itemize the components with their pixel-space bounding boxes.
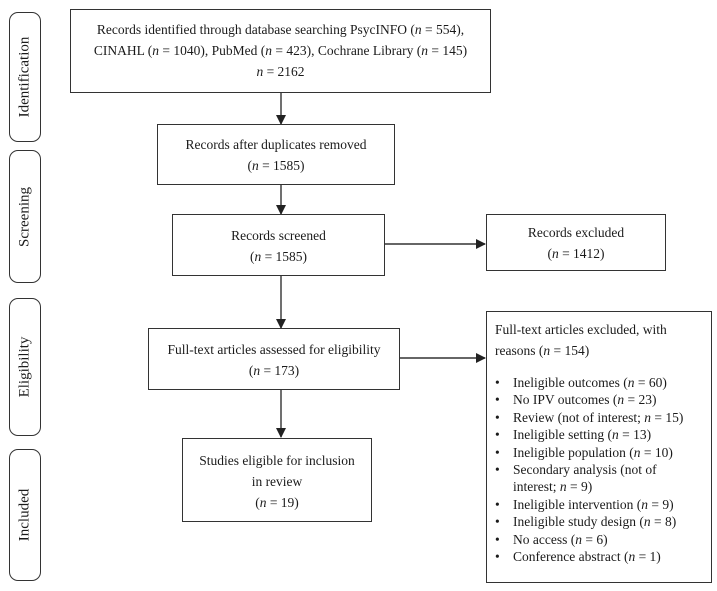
fulltext-assessed-box: Full-text articles assessed for eligibil… [148, 328, 400, 390]
stage-identification: Identification [9, 12, 41, 142]
studies-included-box: Studies eligible for inclusion in review… [182, 438, 372, 522]
stage-screening: Screening [9, 150, 41, 283]
exclusion-reason-item: •Review (not of interest; n = 15) [495, 409, 684, 425]
records-excluded-count: (n = 1412) [547, 246, 605, 261]
records-after-duplicates-box: Records after duplicates removed (n = 15… [157, 124, 395, 185]
records-after-duplicates-label: Records after duplicates removed [185, 137, 367, 152]
fulltext-excluded-title-line1: Full-text articles excluded, with [495, 322, 667, 337]
exclusion-reason-item: •Ineligible setting (n = 13) [495, 427, 652, 443]
bullet-icon: • [495, 375, 500, 390]
bullet-icon: • [495, 496, 500, 512]
fulltext-assessed-count: (n = 173) [248, 363, 300, 378]
exclusion-reason-item: •Conference abstract (n = 1) [495, 549, 661, 565]
exclusion-reason-item: •Ineligible outcomes (n = 60) [495, 375, 667, 390]
bullet-icon: • [495, 392, 500, 408]
exclusion-reason-continuation: interest; n = 9) [513, 479, 593, 495]
bullet-icon: • [495, 409, 500, 425]
bullet-icon: • [495, 514, 500, 530]
bullet-icon: • [495, 444, 500, 460]
stage-eligibility: Eligibility [9, 298, 41, 436]
fulltext-excluded-box: Full-text articles excluded, with reason… [486, 311, 712, 583]
records-identified-total: n = 2162 [256, 64, 305, 79]
records-identified-line1: Records identified through database sear… [96, 22, 465, 37]
exclusion-reason-item: •Ineligible study design (n = 8) [495, 514, 677, 530]
records-excluded-box: Records excluded (n = 1412) [486, 214, 666, 271]
records-identified-box: Records identified through database sear… [70, 9, 491, 93]
records-screened-box: Records screened (n = 1585) [172, 214, 385, 276]
exclusion-reason-item: •No access (n = 6) [495, 531, 608, 547]
studies-included-count: (n = 19) [255, 495, 299, 510]
records-after-duplicates-count: (n = 1585) [247, 158, 305, 173]
fulltext-excluded-title-line2: reasons (n = 154) [495, 343, 590, 358]
bullet-icon: • [495, 531, 500, 547]
records-screened-label: Records screened [231, 228, 326, 243]
studies-included-line2: in review [251, 474, 303, 489]
bullet-icon: • [495, 462, 500, 478]
exclusion-reasons-list: •Ineligible outcomes (n = 60) •No IPV out… [487, 374, 711, 565]
bullet-icon: • [495, 549, 500, 565]
exclusion-reason-item: •Ineligible population (n = 10) [495, 444, 673, 460]
studies-included-line1: Studies eligible for inclusion [199, 453, 355, 468]
exclusion-reason-item: •Secondary analysis (not of [495, 462, 657, 478]
fulltext-assessed-label: Full-text articles assessed for eligibil… [167, 342, 381, 357]
records-identified-line2: CINAHL (n = 1040), PubMed (n = 423), Coc… [93, 43, 468, 58]
exclusion-reason-item: •No IPV outcomes (n = 23) [495, 392, 657, 408]
stage-included: Included [9, 449, 41, 581]
bullet-icon: • [495, 427, 500, 443]
records-excluded-label: Records excluded [527, 225, 625, 240]
records-screened-count: (n = 1585) [249, 249, 308, 264]
exclusion-reason-item: •Ineligible intervention (n = 9) [495, 496, 674, 512]
